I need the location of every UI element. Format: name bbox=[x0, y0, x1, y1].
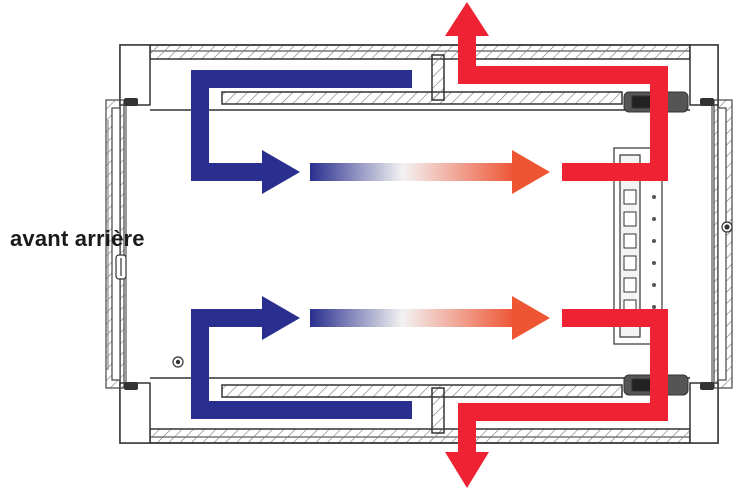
front-door bbox=[105, 99, 125, 389]
outlet-icon bbox=[623, 255, 637, 271]
top-panel bbox=[149, 44, 691, 60]
hot-air-flow-top bbox=[445, 2, 668, 181]
arrow-up-icon bbox=[445, 2, 489, 36]
arrow-right-icon bbox=[262, 150, 300, 194]
outlet-indicator-icon bbox=[652, 239, 656, 243]
hot-duct-bottom bbox=[458, 309, 668, 458]
cold-duct-top bbox=[191, 70, 412, 181]
hinge-icons bbox=[124, 98, 714, 390]
outlet-indicator-icon bbox=[652, 195, 656, 199]
orientation-labels: avant arrière bbox=[10, 226, 145, 252]
outlet-indicator-icon bbox=[652, 305, 656, 309]
arrow-right-icon bbox=[262, 296, 300, 340]
bottom-panel bbox=[149, 428, 691, 444]
corner-post-bl bbox=[119, 382, 151, 444]
arrow-right-icon bbox=[512, 296, 550, 340]
outlet-icon bbox=[623, 189, 637, 205]
outlet-indicator-icon bbox=[652, 217, 656, 221]
cold-air-flow-bottom bbox=[191, 296, 412, 419]
equipment-flow-bottom bbox=[310, 296, 550, 340]
outlet-icon bbox=[623, 277, 637, 293]
cold-air-flow-top bbox=[191, 70, 412, 194]
rear-lock-icon bbox=[721, 221, 733, 233]
outlet-icon bbox=[623, 233, 637, 249]
corner-post-br bbox=[689, 382, 719, 444]
cabinet-frame bbox=[119, 44, 719, 444]
equipment-flow-top bbox=[310, 150, 550, 194]
rear-door bbox=[713, 99, 733, 389]
front-label: avant bbox=[10, 226, 69, 251]
hot-air-flow-bottom bbox=[445, 309, 668, 488]
front-handle-icon bbox=[115, 254, 127, 280]
bottom-vent-divider bbox=[431, 387, 445, 434]
arrow-down-icon bbox=[445, 452, 489, 488]
top-rail bbox=[221, 91, 623, 105]
bottom-rail bbox=[221, 384, 623, 398]
cold-duct-bottom bbox=[191, 309, 412, 419]
outlet-icon bbox=[623, 211, 637, 227]
top-vent-divider bbox=[431, 54, 445, 101]
hot-duct-top bbox=[458, 30, 668, 181]
rear-label: arrière bbox=[74, 226, 145, 251]
arrow-right-icon bbox=[512, 150, 550, 194]
corner-post-tl bbox=[119, 44, 151, 106]
corner-post-tr bbox=[689, 44, 719, 106]
ground-screw-icon bbox=[172, 356, 184, 368]
outlet-indicator-icon bbox=[652, 283, 656, 287]
outlet-indicator-icon bbox=[652, 261, 656, 265]
